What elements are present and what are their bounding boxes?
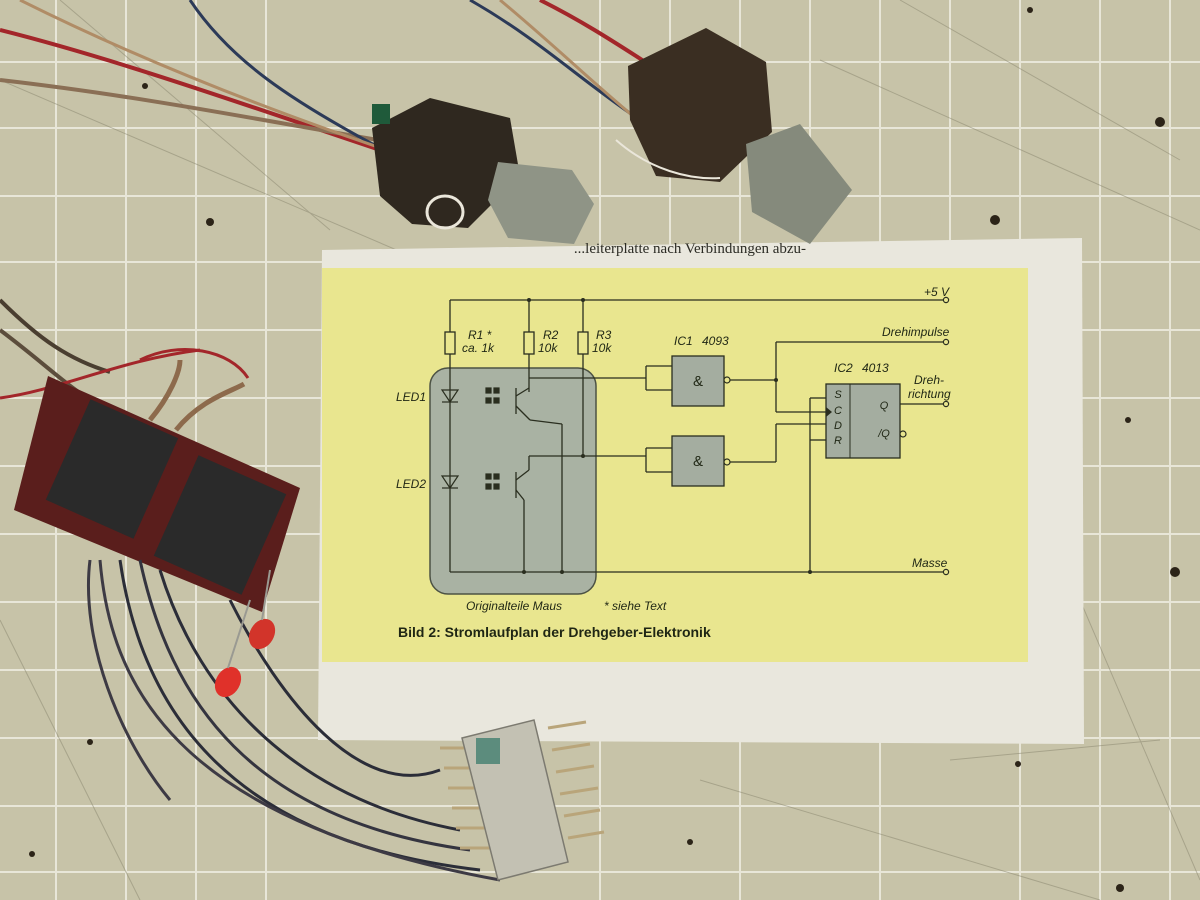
schematic-figure: & & S C D R Q /Q +5 V Masse Drehimpulse …: [322, 268, 1028, 662]
led2-label: LED2: [396, 477, 426, 491]
top-text-fragment: ...leiterplatte nach Verbindungen abzu-: [574, 241, 806, 257]
nand-gate-lower: &: [671, 435, 731, 487]
resistor-r2: [523, 331, 535, 355]
ic1-part: 4093: [702, 334, 729, 348]
mouse-parts-block: [429, 367, 597, 595]
nand-gate-upper: &: [671, 355, 731, 407]
svg-text:S: S: [834, 389, 842, 401]
output-label-drehrichtung-1: Dreh-: [914, 373, 944, 387]
output-label-drehrichtung-2: richtung: [908, 387, 951, 401]
r1-name: R1 *: [468, 328, 492, 342]
r2-value: 10k: [538, 341, 558, 355]
r3-name: R3: [596, 328, 612, 342]
resistor-r1: [444, 331, 456, 355]
rotary-encoder-right: [469, 0, 852, 244]
flipflop-ic2: S C D R Q /Q: [825, 383, 907, 459]
r2-name: R2: [543, 328, 559, 342]
svg-text:R: R: [834, 435, 842, 447]
mouse-block-label: Originalteile Maus: [466, 599, 562, 613]
resistor-r3: [577, 331, 589, 355]
r1-value: ca. 1k: [462, 341, 495, 355]
ic2-part: 4013: [862, 361, 889, 375]
pin-header-connector: [440, 719, 605, 881]
svg-text:&: &: [693, 373, 703, 390]
footnote: * siehe Text: [604, 599, 667, 613]
led1-symbol: [440, 387, 500, 404]
svg-text:C: C: [834, 405, 842, 417]
figure-caption: Bild 2: Stromlaufplan der Drehgeber-Elek…: [398, 624, 711, 640]
output-label-drehimpulse: Drehimpulse: [882, 325, 950, 339]
svg-text:Q: Q: [880, 400, 889, 412]
svg-text:&: &: [693, 453, 703, 470]
ic1-name: IC1: [674, 334, 693, 348]
circuit-board: [0, 298, 300, 612]
led1-label: LED1: [396, 390, 426, 404]
ic2-name: IC2: [834, 361, 853, 375]
red-led-pair: [214, 569, 276, 698]
svg-text:D: D: [834, 420, 842, 432]
rail-label-5v: +5 V: [924, 285, 950, 299]
r3-value: 10k: [592, 341, 612, 355]
rotary-encoder-left: [0, 0, 594, 244]
rail-label-masse: Masse: [912, 556, 948, 570]
svg-text:/Q: /Q: [877, 428, 890, 440]
led2-symbol: [440, 473, 500, 490]
